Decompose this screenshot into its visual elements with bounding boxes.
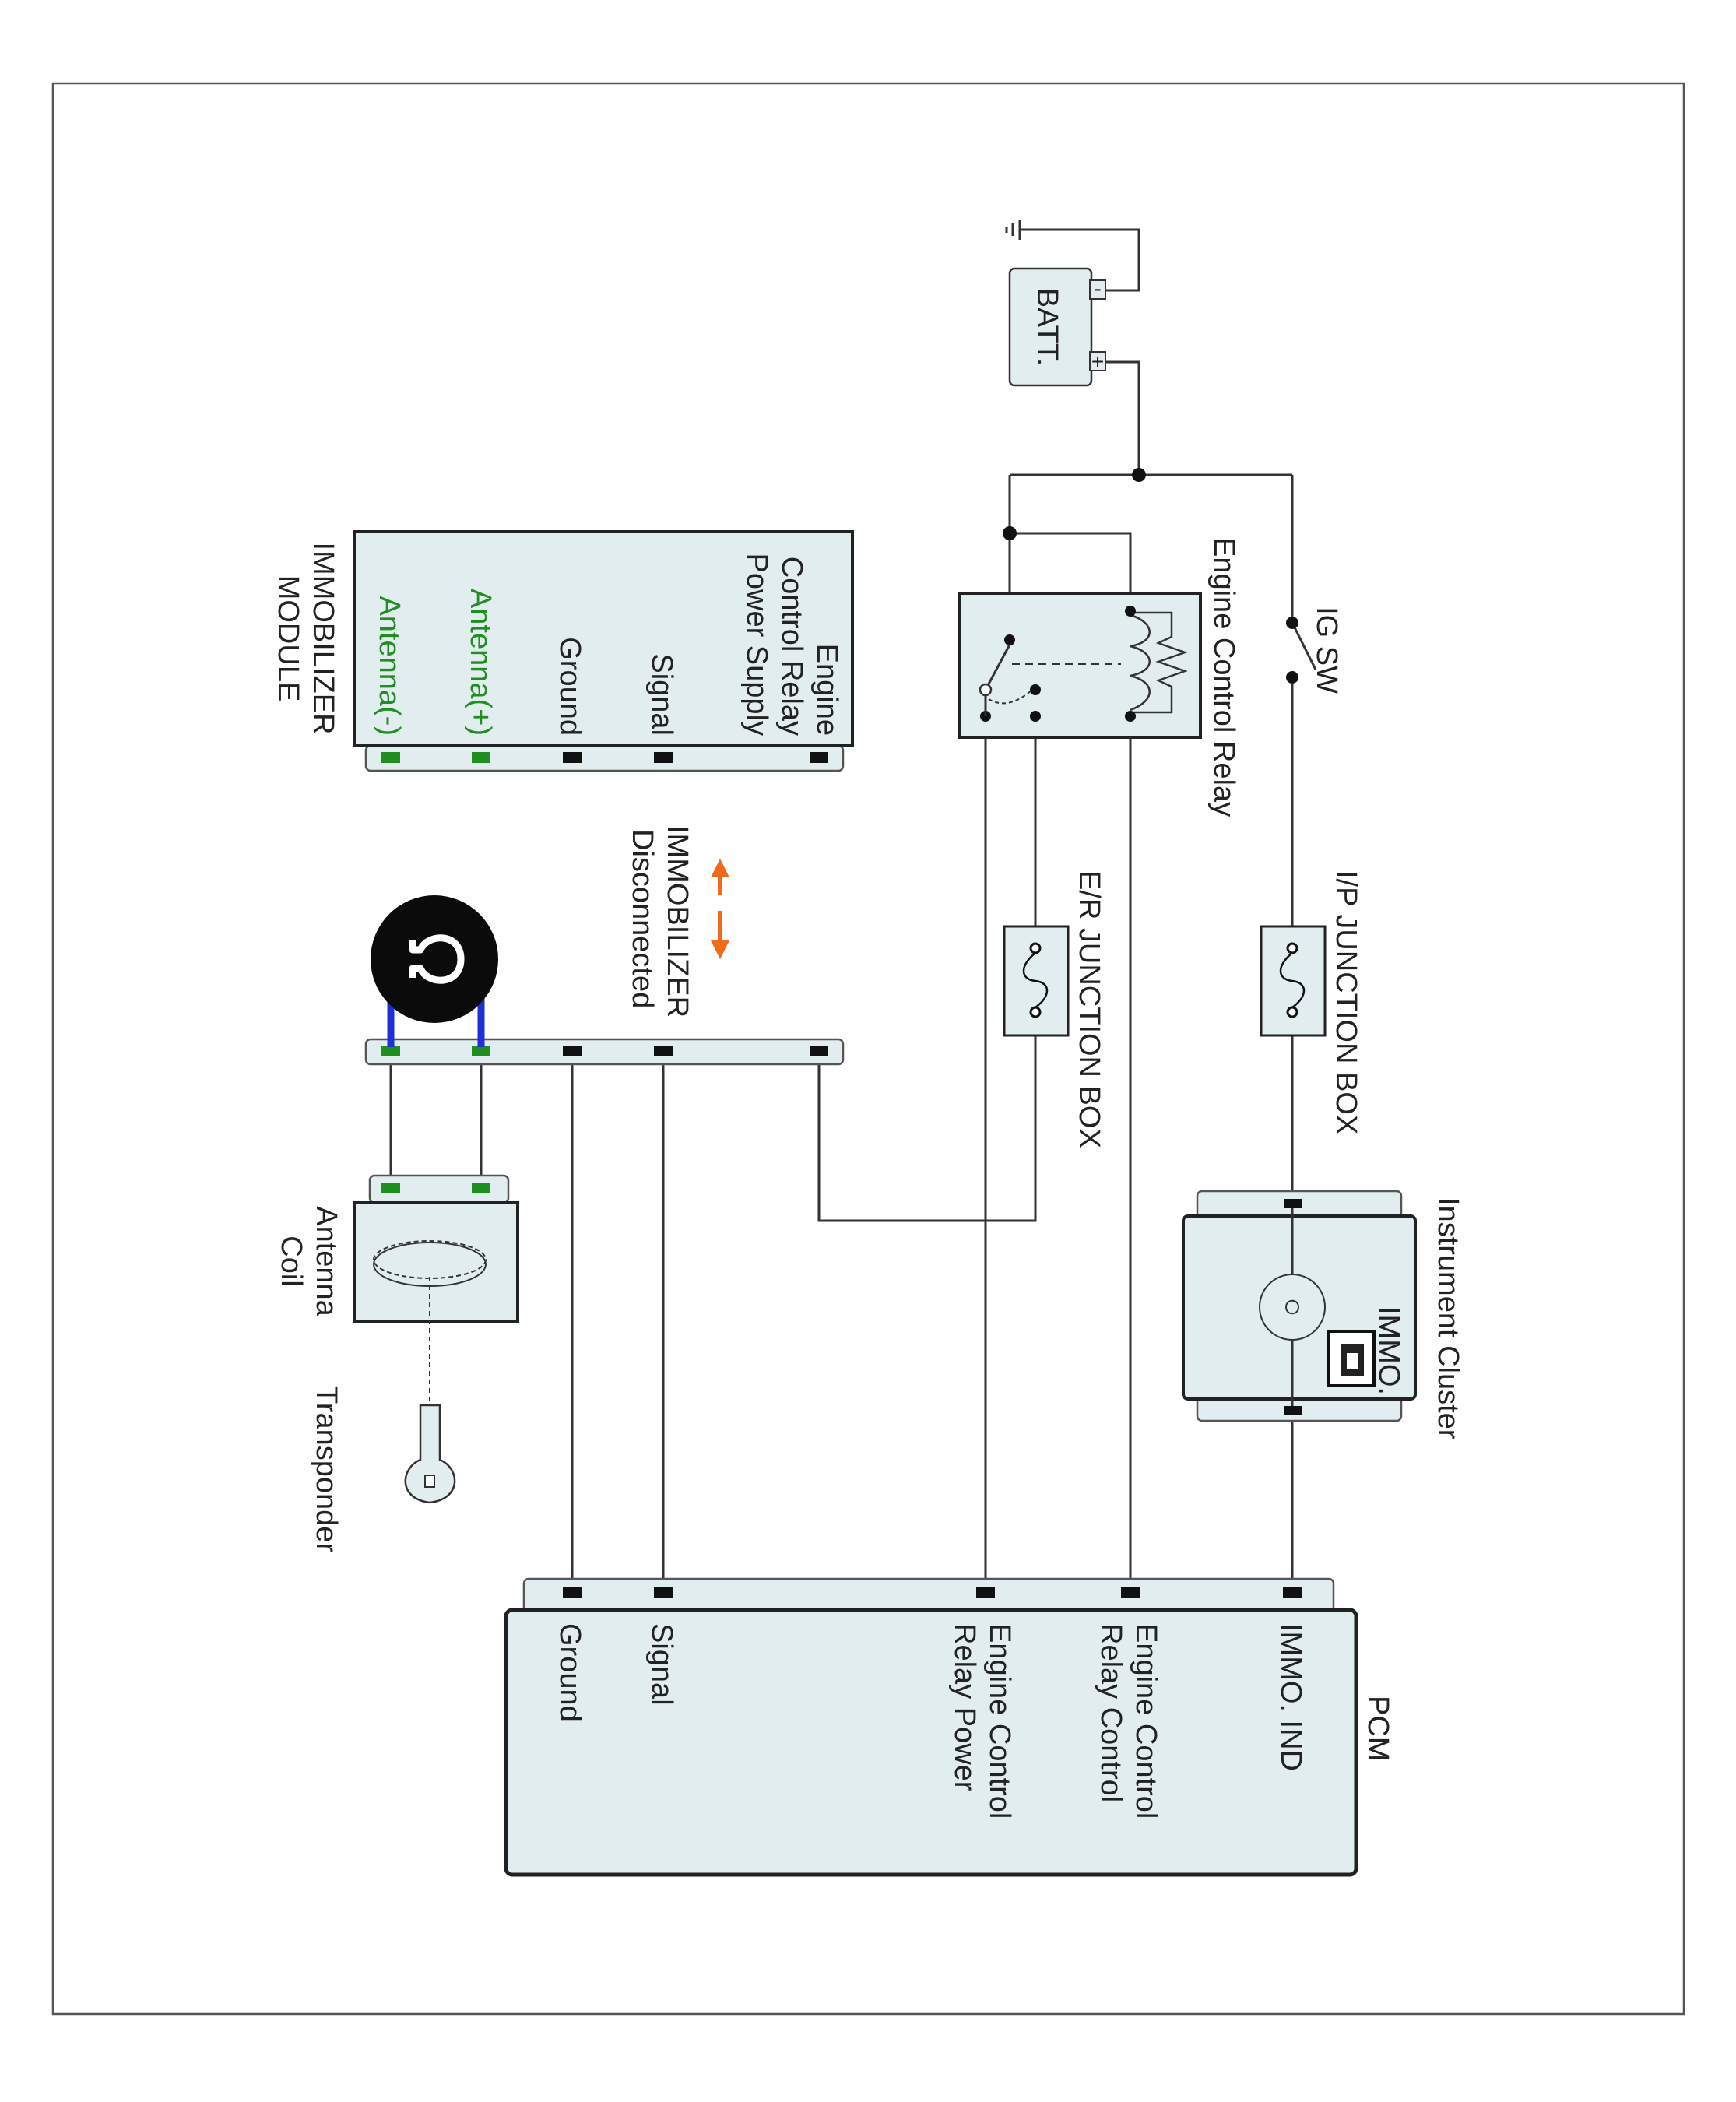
pcm-pin-relay-control-line2: Relay Control: [1095, 1623, 1127, 1802]
battery-positive-label: +: [1091, 350, 1104, 374]
transponder-label: Transponder: [310, 1386, 343, 1552]
pcm: IMMO. IND Engine Control Relay Control E…: [504, 1577, 1394, 1877]
immo-pin-power-line2: Control Relay: [775, 557, 808, 736]
junction-dot-batt: [1132, 468, 1146, 482]
immo-indicator-label: IMMO.: [1372, 1306, 1405, 1395]
immobilizer-module-label-line1: IMMOBILIZER: [307, 542, 339, 734]
diagram-frame: [51, 82, 1685, 2016]
battery-negative-label: -: [1094, 276, 1101, 301]
er-junction-box: E/R JUNCTION BOX: [1003, 870, 1105, 1148]
antenna-coil-label-line2: Coil: [275, 1236, 307, 1286]
pcm-pin-relay-power-line1: Engine Control: [983, 1623, 1016, 1819]
er-junction-box-label: E/R JUNCTION BOX: [1073, 870, 1105, 1148]
instrument-cluster-label: Instrument Cluster: [1432, 1197, 1464, 1439]
pcm-pin-signal: Signal: [645, 1623, 678, 1706]
immobilizer-harness-connector: [364, 1038, 845, 1066]
pcm-pin-ground: Ground: [553, 1623, 586, 1722]
immobilizer-module: Engine Control Relay Power Supply Signal…: [272, 530, 854, 772]
engine-control-relay-label: Engine Control Relay: [1207, 537, 1240, 817]
instrument-cluster: IMMO. Instrument Cluster: [1182, 1190, 1464, 1439]
pcm-label: PCM: [1362, 1696, 1394, 1761]
immobilizer-disconnected-line1: IMMOBILIZER: [661, 825, 694, 1018]
immobilizer-disconnected-line2: Disconnected: [626, 829, 659, 1008]
immo-pin-power-line1: Engine: [810, 644, 843, 736]
immo-pin-antenna-minus: Antenna(-): [373, 596, 406, 736]
immobilizer-car-key-icon: [1327, 1330, 1376, 1387]
immo-pin-ground: Ground: [553, 637, 586, 736]
ohm-icon: [409, 934, 465, 984]
battery-label: BATT.: [1031, 288, 1063, 367]
ip-junction-box: I/P JUNCTION BOX: [1260, 870, 1362, 1134]
immo-pin-signal: Signal: [645, 653, 678, 736]
ohmmeter: [371, 895, 498, 1047]
junction-dot-relay: [1003, 526, 1017, 540]
wires: [389, 220, 1317, 1592]
pcm-pin-relay-power-line2: Relay Power: [948, 1623, 981, 1791]
pcm-pin-relay-control-line1: Engine Control: [1130, 1623, 1162, 1819]
ip-junction-box-label: I/P JUNCTION BOX: [1330, 870, 1362, 1134]
antenna-coil: Antenna Coil: [275, 1174, 519, 1409]
engine-control-relay: Engine Control Relay: [958, 537, 1240, 817]
pcm-pin-immo-ind: IMMO. IND: [1274, 1623, 1307, 1771]
immo-pin-power-line3: Power Supply: [740, 554, 773, 736]
transponder-key-icon: [404, 1404, 456, 1504]
battery: - + BATT.: [1008, 267, 1106, 387]
immobilizer-module-label-line2: MODULE: [272, 575, 304, 702]
antenna-coil-label-line1: Antenna: [310, 1206, 343, 1316]
ig-sw-label: IG SW: [1310, 606, 1343, 694]
immo-pin-antenna-plus: Antenna(+): [464, 589, 497, 736]
ignition-switch: IG SW: [1286, 606, 1343, 694]
